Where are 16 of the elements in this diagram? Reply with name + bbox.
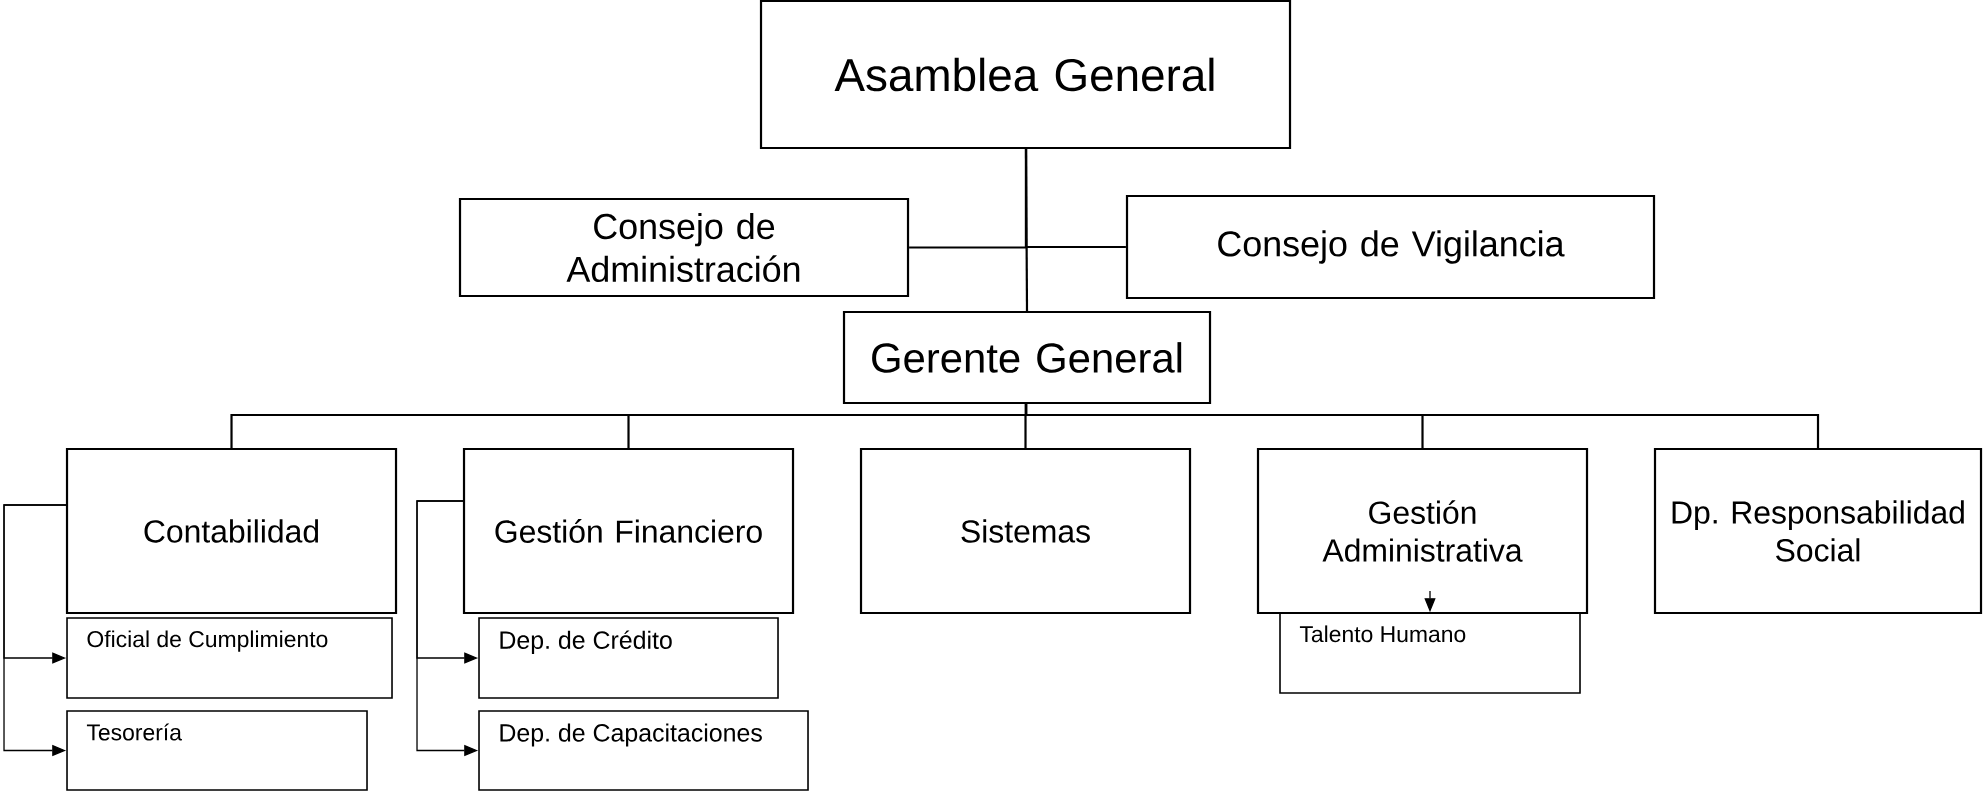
org-box: Sistemas (859, 447, 1192, 615)
sub-box: Dep. de Capacitaciones (478, 710, 809, 791)
org-box: Consejo de Administración (458, 197, 910, 298)
org-box: Consejo de Vigilancia (1125, 194, 1656, 300)
org-box: Dp. Responsabilidad Social (1653, 447, 1983, 615)
org-box: Asamblea General (759, 0, 1292, 150)
sub-box: Oficial de Cumplimiento (66, 617, 393, 699)
sub-box: Talento Humano (1279, 612, 1581, 694)
org-box: Gestión Financiero (462, 447, 795, 615)
org-box: Gestión Administrativa (1256, 447, 1589, 615)
sub-box: Dep. de Crédito (478, 617, 779, 699)
connector (1024, 148, 1029, 311)
org-box: Contabilidad (65, 447, 398, 615)
connector (1024, 403, 1820, 448)
sub-box: Tesorería (66, 710, 368, 791)
org-box: Gerente General (842, 310, 1212, 405)
